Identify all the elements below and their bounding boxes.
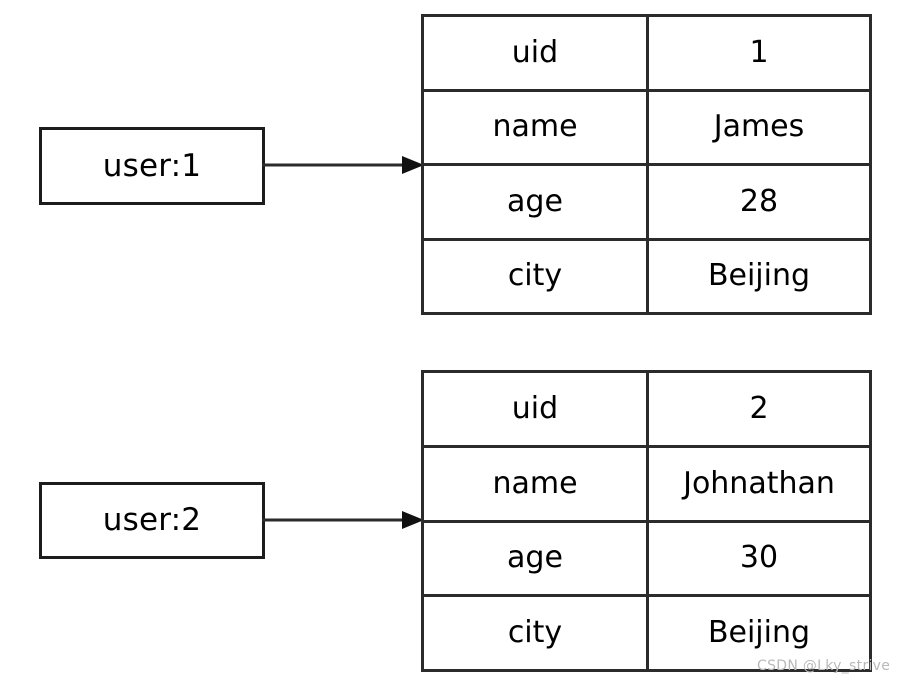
field-cell: age	[424, 166, 649, 238]
field-cell: city	[424, 240, 649, 312]
arrow-right-icon	[262, 153, 424, 177]
value-cell: James	[649, 92, 869, 164]
table-row: city Beijing	[424, 240, 869, 313]
value-cell: 1	[649, 17, 869, 89]
field-value: Johnathan	[683, 465, 835, 501]
field-value: 1	[749, 34, 769, 70]
field-value: James	[713, 109, 805, 145]
value-cell: Johnathan	[649, 448, 869, 520]
field-name: name	[492, 109, 578, 145]
field-cell: age	[424, 522, 649, 595]
table-row: uid 1	[424, 17, 869, 92]
table-row: uid 2	[424, 373, 869, 448]
field-value: 30	[739, 540, 779, 576]
field-name: age	[507, 540, 563, 576]
field-value: 2	[749, 390, 769, 426]
field-cell: uid	[424, 373, 649, 445]
value-cell: 28	[649, 166, 869, 238]
field-name: name	[492, 465, 578, 501]
value-cell: 2	[649, 373, 869, 445]
field-name: uid	[511, 390, 559, 426]
field-value: Beijing	[707, 615, 811, 651]
field-name: uid	[511, 34, 559, 70]
field-cell: name	[424, 447, 649, 520]
table-row: name James	[424, 91, 869, 166]
table-row: age 28	[424, 166, 869, 241]
hash-table-user-2: uid 2 name Johnathan age 30 city	[421, 370, 872, 672]
field-name: city	[507, 258, 563, 294]
value-cell: 30	[649, 523, 869, 595]
key-box-user-1: user:1	[39, 127, 265, 205]
table-row: age 30	[424, 522, 869, 598]
arrow-right-icon	[262, 508, 424, 532]
key-box-label: user:1	[102, 147, 202, 184]
watermark: CSDN @Lky_strive	[757, 658, 891, 674]
field-name: age	[507, 183, 563, 219]
field-cell: uid	[424, 17, 649, 89]
value-cell: Beijing	[649, 597, 869, 669]
field-cell: city	[424, 597, 649, 669]
table-row: name Johnathan	[424, 447, 869, 523]
hash-table-user-1: uid 1 name James age 28 city	[421, 14, 872, 315]
field-value: 28	[739, 183, 779, 219]
value-cell: Beijing	[649, 241, 869, 313]
field-cell: name	[424, 91, 649, 163]
key-box-user-2: user:2	[39, 482, 265, 559]
field-name: city	[507, 615, 563, 651]
field-value: Beijing	[707, 258, 811, 294]
table-row: city Beijing	[424, 597, 869, 669]
key-box-label: user:2	[102, 502, 202, 538]
